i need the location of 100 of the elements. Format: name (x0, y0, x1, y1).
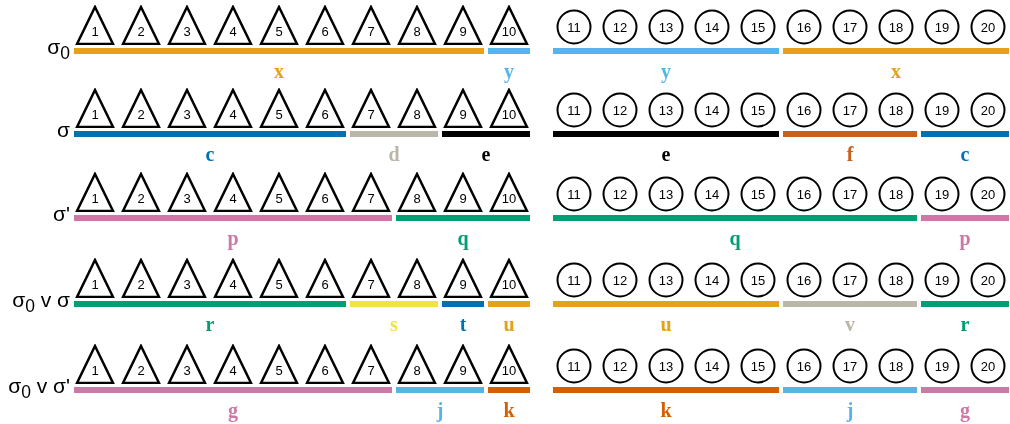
numbered-triangle: 9 (443, 5, 483, 45)
group-letter: c (959, 143, 971, 165)
numbered-triangle: 4 (213, 172, 253, 212)
numbered-triangle: 10 (489, 88, 529, 128)
group-letter: e (480, 143, 492, 165)
numbered-triangle: 9 (443, 344, 483, 384)
numbered-triangle: 6 (305, 344, 345, 384)
numbered-triangle: 3 (167, 88, 207, 128)
numbered-circle: 18 (878, 348, 914, 384)
numbered-circle: 15 (740, 9, 776, 45)
numbered-circle: 16 (786, 176, 822, 212)
group-letter: r (959, 313, 971, 335)
numbered-triangle: 5 (259, 344, 299, 384)
numbered-circle: 14 (694, 176, 730, 212)
numbered-triangle: 10 (489, 258, 529, 298)
numbered-circle: 14 (694, 348, 730, 384)
numbered-circle: 15 (740, 176, 776, 212)
numbered-triangle: 1 (75, 344, 115, 384)
group-letter: j (435, 399, 445, 421)
numbered-circle: 19 (924, 262, 960, 298)
numbered-triangle: 8 (397, 172, 437, 212)
numbered-circle: 19 (924, 9, 960, 45)
group-letter: g (959, 399, 971, 421)
numbered-triangle: 7 (351, 172, 391, 212)
numbered-circle: 12 (602, 176, 638, 212)
numbered-circle: 13 (648, 176, 684, 212)
group-letter: f (845, 143, 855, 165)
group-letter: k (659, 399, 673, 421)
numbered-triangle: 3 (167, 5, 207, 45)
numbered-triangle: 7 (351, 88, 391, 128)
group-letter: d (387, 143, 401, 165)
numbered-triangle: 5 (259, 88, 299, 128)
numbered-triangle: 5 (259, 5, 299, 45)
numbered-circle: 16 (786, 92, 822, 128)
numbered-triangle: 7 (351, 258, 391, 298)
group-letter: v (844, 313, 856, 335)
numbered-circle: 17 (832, 348, 868, 384)
numbered-circle: 20 (970, 9, 1006, 45)
numbered-circle: 11 (556, 348, 592, 384)
numbered-circle: 17 (832, 262, 868, 298)
numbered-triangle: 3 (167, 258, 207, 298)
group-letter: x (890, 60, 902, 82)
numbered-circle: 17 (832, 176, 868, 212)
group-letter: q (728, 227, 742, 249)
numbered-triangle: 4 (213, 344, 253, 384)
numbered-circle: 18 (878, 176, 914, 212)
numbered-triangle: 1 (75, 5, 115, 45)
numbered-circle: 12 (602, 9, 638, 45)
numbered-circle: 13 (648, 9, 684, 45)
numbered-circle: 14 (694, 262, 730, 298)
numbered-triangle: 7 (351, 344, 391, 384)
numbered-triangle: 10 (489, 5, 529, 45)
group-letter: q (456, 227, 470, 249)
numbered-circle: 15 (740, 262, 776, 298)
numbered-circle: 17 (832, 92, 868, 128)
group-letter: p (226, 227, 240, 249)
numbered-triangle: 6 (305, 172, 345, 212)
group-letter: r (204, 313, 216, 335)
numbered-circle: 12 (602, 348, 638, 384)
numbered-circle: 18 (878, 262, 914, 298)
numbered-circle: 11 (556, 9, 592, 45)
numbered-triangle: 4 (213, 5, 253, 45)
numbered-circle: 20 (970, 176, 1006, 212)
numbered-circle: 11 (556, 262, 592, 298)
row-label: σ' (52, 202, 70, 226)
numbered-circle: 20 (970, 348, 1006, 384)
numbered-triangle: 10 (489, 344, 529, 384)
numbered-circle: 14 (694, 9, 730, 45)
numbered-triangle: 3 (167, 172, 207, 212)
numbered-triangle: 8 (397, 88, 437, 128)
numbered-circle: 12 (602, 92, 638, 128)
numbered-triangle: 5 (259, 172, 299, 212)
numbered-triangle: 2 (121, 344, 161, 384)
numbered-triangle: 4 (213, 258, 253, 298)
numbered-triangle: 1 (75, 172, 115, 212)
numbered-circle: 12 (602, 262, 638, 298)
numbered-triangle: 5 (259, 258, 299, 298)
numbered-triangle: 6 (305, 5, 345, 45)
group-letter: j (845, 399, 855, 421)
group-letter: k (502, 399, 516, 421)
numbered-triangle: 3 (167, 344, 207, 384)
row-label: σ$_{0}$ v σ' (7, 374, 70, 405)
numbered-circle: 13 (648, 348, 684, 384)
numbered-circle: 17 (832, 9, 868, 45)
numbered-circle: 16 (786, 262, 822, 298)
numbered-circle: 15 (740, 348, 776, 384)
row-label: σ$_{0}$ (46, 35, 70, 66)
numbered-circle: 11 (556, 92, 592, 128)
numbered-circle: 18 (878, 92, 914, 128)
group-letter: s (389, 313, 399, 335)
numbered-circle: 19 (924, 348, 960, 384)
numbered-triangle: 8 (397, 344, 437, 384)
group-letter: p (958, 227, 972, 249)
group-letter: u (502, 313, 516, 335)
numbered-circle: 20 (970, 92, 1006, 128)
numbered-triangle: 8 (397, 5, 437, 45)
numbered-triangle: 2 (121, 172, 161, 212)
group-letter: t (458, 313, 468, 335)
numbered-circle: 16 (786, 348, 822, 384)
numbered-circle: 19 (924, 92, 960, 128)
